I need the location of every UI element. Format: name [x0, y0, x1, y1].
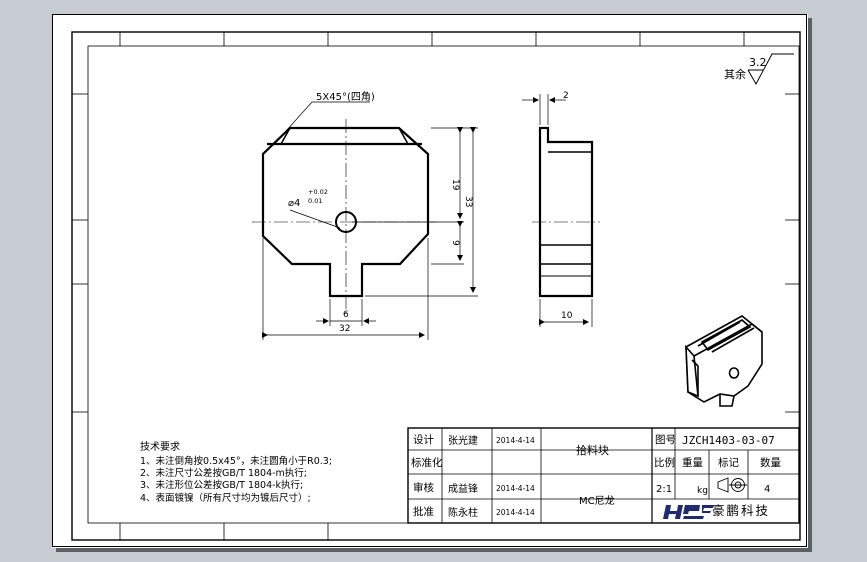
front-view [252, 119, 437, 314]
tab-width-dim: 6 [343, 310, 349, 320]
surface-finish-label: 其余 [724, 67, 746, 81]
design-label: 设计 [413, 433, 434, 446]
front-dimension-text: 5X45°(四角) ⌀4 +0.02 0.01 6 32 19 33 9 [288, 91, 473, 334]
review-name: 成益锋 [448, 482, 478, 495]
mark-label: 标记 [718, 457, 739, 469]
design-date: 2014-4-14 [496, 436, 535, 445]
surface-finish-symbol: 其余 3.2 [724, 53, 794, 86]
chamfer-note: 5X45°(四角) [316, 91, 375, 103]
tech-req-item: 3、未注形位公差按GB/T 1804-k执行; [140, 479, 303, 491]
scale-label: 比例 [654, 456, 675, 469]
technical-requirements: 技术要求 1、未注倒角按0.5x45°，未注圆角小于R0.3; 2、未注尺寸公差… [140, 440, 332, 504]
design-name: 张光建 [448, 434, 478, 447]
quantity-value: 4 [764, 484, 770, 495]
material: MC尼龙 [579, 494, 615, 507]
lip-dim: 2 [563, 91, 569, 101]
quantity-label: 数量 [760, 456, 781, 469]
approve-label: 批准 [413, 505, 434, 518]
scale-value: 2:1 [656, 484, 672, 495]
upper-height-dim: 19 [450, 179, 460, 191]
hole-tol-lower: 0.01 [308, 197, 322, 205]
front-dimensions [262, 101, 478, 340]
standard-label: 标准化 [411, 456, 443, 469]
side-width-dim: 10 [561, 311, 573, 321]
side-dimension-text: 2 10 [561, 91, 573, 321]
side-view [532, 126, 600, 298]
tech-req-item: 4、表面镀镍（所有尺寸均为镀后尺寸）; [140, 492, 311, 504]
lower-height-dim: 9 [450, 240, 460, 246]
weight-unit: kg [697, 486, 708, 496]
part-name: 拾料块 [576, 443, 609, 457]
drawing-number: JZCH1403-03-07 [682, 434, 775, 447]
review-date: 2014-4-14 [496, 484, 535, 493]
hole-diameter: ⌀4 [288, 198, 300, 209]
review-label: 审核 [413, 481, 434, 494]
tech-req-item: 1、未注倒角按0.5x45°，未注圆角小于R0.3; [140, 455, 332, 467]
approve-date: 2014-4-14 [496, 508, 535, 517]
weight-label: 重量 [682, 456, 703, 469]
company-name: 豪鹏科技 [712, 503, 770, 518]
roughness-value: 3.2 [749, 56, 767, 69]
approve-name: 陈永柱 [448, 506, 478, 519]
hole-tol-upper: +0.02 [308, 188, 328, 196]
total-width-dim: 32 [339, 324, 350, 334]
title-block [407, 427, 800, 524]
drawing-no-label: 图号 [655, 434, 676, 446]
zone-marks [72, 32, 800, 540]
projection-symbol-icon [717, 477, 747, 493]
title-block-text: 设计 张光建 2014-4-14 标准化 审核 成益锋 2014-4-14 批准… [411, 433, 781, 519]
tech-req-item: 2、未注尺寸公差按GB/T 1804-m执行; [140, 467, 307, 479]
company-logo [663, 505, 714, 519]
total-height-dim: 33 [463, 196, 473, 207]
tech-req-title: 技术要求 [140, 440, 180, 453]
drawing-sheet: 其余 3.2 5X45 [52, 14, 808, 548]
engineering-drawing: 其余 3.2 5X45 [52, 14, 807, 547]
isometric-view [685, 315, 763, 407]
side-dimensions [522, 94, 593, 327]
